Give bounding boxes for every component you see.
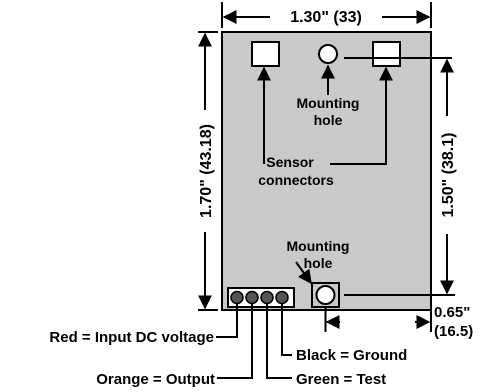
mounting-hole-bottom-label-line1: Mounting xyxy=(287,238,350,254)
black-wire-label: Black = Ground xyxy=(296,347,407,364)
height-dimension-right-label: 1.50" (38.1) xyxy=(440,133,457,218)
orange-wire-leader xyxy=(217,303,253,379)
pin-orange xyxy=(245,290,259,305)
mounting-hole-top-label-line1: Mounting xyxy=(297,95,360,111)
mounting-hole-bottom-label-line2: hole xyxy=(304,255,333,271)
sensor-connectors-label-line2: connectors xyxy=(258,172,334,188)
black-wire-leader xyxy=(281,303,292,356)
sensor-connectors-label-line1: Sensor xyxy=(266,154,314,170)
sensor-connector-right xyxy=(372,41,401,67)
orange-wire-label: Orange = Output xyxy=(96,371,215,387)
offset-dimension-label: 0.65" xyxy=(434,304,470,321)
pin-green xyxy=(260,290,274,305)
green-wire-label: Green = Test xyxy=(296,371,386,387)
sensor-connector-left xyxy=(251,41,280,67)
pin-black xyxy=(275,290,289,305)
mounting-hole-bottom xyxy=(315,285,336,305)
offset-dimension-mm-label: (16.5) xyxy=(434,323,473,340)
width-dimension-label: 1.30" (33) xyxy=(290,9,362,26)
height-dimension-left-label: 1.70" (43.18) xyxy=(198,124,215,218)
mounting-hole-top-label-line2: hole xyxy=(314,112,343,128)
pin-red xyxy=(230,290,244,305)
mounting-hole-top xyxy=(318,44,338,64)
green-wire-leader xyxy=(266,303,292,379)
red-wire-leader xyxy=(216,303,238,338)
red-wire-label: Red = Input DC voltage xyxy=(49,329,214,346)
